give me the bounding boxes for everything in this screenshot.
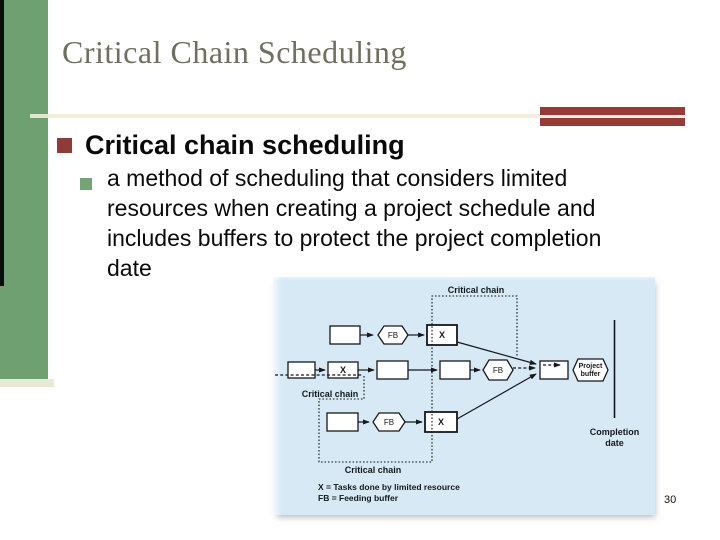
left-edge-strip xyxy=(0,0,4,286)
feeding-buffer-shape xyxy=(372,412,406,432)
task-box-x xyxy=(426,324,458,346)
task-arrows xyxy=(315,332,537,425)
task-box-x xyxy=(327,361,359,379)
limited-resource-task-label: X xyxy=(438,417,444,427)
critical-chain-label-bottom: Critical chain xyxy=(345,465,402,475)
dashed-arrows xyxy=(513,362,561,371)
sub-bullet-square-marker xyxy=(80,178,92,190)
converge-box xyxy=(539,360,569,380)
limited-resource-task-label: X xyxy=(340,365,346,375)
accent-bar-bottom xyxy=(540,118,685,126)
bullet-square-marker xyxy=(57,138,72,153)
sub-bullet-text: a method of scheduling that considers li… xyxy=(107,163,601,283)
critical-chain-label-top: Critical chain xyxy=(448,285,505,295)
task-box xyxy=(329,325,361,345)
bullet-heading: Critical chain scheduling xyxy=(85,130,405,160)
feeding-buffer-shape xyxy=(482,359,514,381)
sub-bullet-line: resources when creating a project schedu… xyxy=(107,195,596,221)
feeding-buffer-label: FB xyxy=(493,366,503,375)
critical-chain-diagram: Critical chain Critical chain Critical c… xyxy=(275,285,640,503)
left-accent-bar-cap xyxy=(0,379,54,387)
diagram-panel: Critical chain Critical chain Critical c… xyxy=(273,277,655,515)
divider-line xyxy=(30,114,685,118)
slide-title: Critical Chain Scheduling xyxy=(62,34,407,70)
task-box-x xyxy=(424,411,458,433)
limited-resource-task-label: X xyxy=(439,330,445,340)
sub-bullet-line: includes buffers to protect the project … xyxy=(107,225,602,251)
page-number: 30 xyxy=(664,494,677,506)
feeding-buffer-label: FB xyxy=(388,331,398,340)
legend-line-x: X = Tasks done by limited resource xyxy=(318,482,460,492)
sub-bullet-line: date xyxy=(107,255,152,281)
completion-date-label: date xyxy=(605,438,624,448)
accent-bar-top xyxy=(540,107,685,115)
critical-chain-label-mid: Critical chain xyxy=(302,389,359,399)
buffer-shapes xyxy=(372,325,609,432)
critical-chain-dotted-outline xyxy=(318,295,518,463)
legend-line-fb: FB = Feeding buffer xyxy=(318,493,399,503)
completion-date-label: Completion xyxy=(590,427,640,437)
task-boxes xyxy=(287,324,569,433)
task-box xyxy=(326,412,359,432)
task-box xyxy=(439,360,471,380)
diagram-labels: Critical chain Critical chain Critical c… xyxy=(302,285,640,503)
feeding-buffer-label: FB xyxy=(384,418,394,427)
project-buffer-shape xyxy=(572,358,609,382)
task-box xyxy=(376,360,409,380)
feeding-buffer-shape xyxy=(377,325,409,345)
project-buffer-label: Project xyxy=(579,363,603,370)
sub-bullet-line: a method of scheduling that considers li… xyxy=(107,165,568,191)
left-accent-bar xyxy=(0,0,48,379)
task-box xyxy=(287,361,316,379)
project-buffer-label: buffer xyxy=(581,371,601,378)
